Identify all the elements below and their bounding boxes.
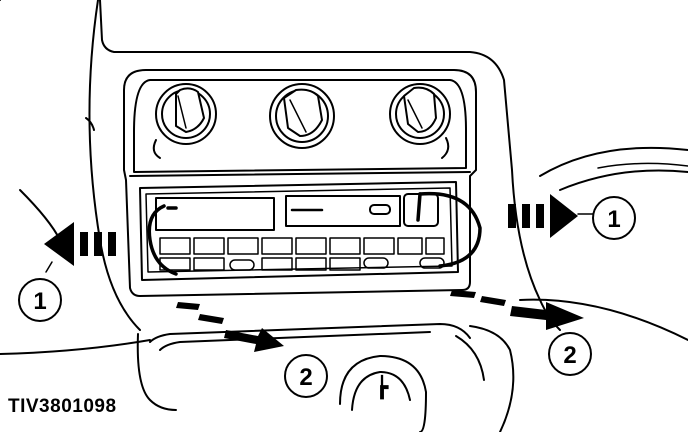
- arrow-slide-out-left: [176, 302, 284, 352]
- shift-pattern-icon: ┢: [376, 374, 389, 400]
- preset-buttons: [159, 237, 445, 271]
- callout-1-right: 1: [592, 196, 636, 240]
- radio-removal-key-left: [147, 204, 178, 276]
- heater-knob-left: [152, 83, 217, 159]
- callout-2-right: 2: [548, 332, 592, 376]
- arrow-slide-out-right: [450, 290, 584, 330]
- svg-text:1: 1: [33, 288, 46, 315]
- svg-text:1: 1: [607, 206, 620, 233]
- radio-unit: [139, 181, 459, 281]
- lower-console: [136, 323, 515, 432]
- svg-text:2: 2: [299, 364, 312, 391]
- center-console-bezel: [123, 69, 477, 297]
- callout-1-left: 1: [18, 278, 62, 322]
- figure-reference-id: TIV3801098: [8, 396, 117, 417]
- leader-lines: [45, 213, 595, 273]
- dashboard-outline: [0, 0, 688, 355]
- callout-2-left: 2: [284, 354, 328, 398]
- cassette-slot: [285, 195, 401, 227]
- radio-display: [155, 197, 275, 231]
- heater-knob-right: [389, 83, 451, 159]
- arrow-pull-right: [508, 194, 578, 238]
- heater-knob-center: [269, 83, 335, 149]
- svg-text:2: 2: [563, 342, 576, 369]
- arrow-pull-left: [44, 222, 116, 266]
- radio-removal-key-right: [416, 191, 482, 268]
